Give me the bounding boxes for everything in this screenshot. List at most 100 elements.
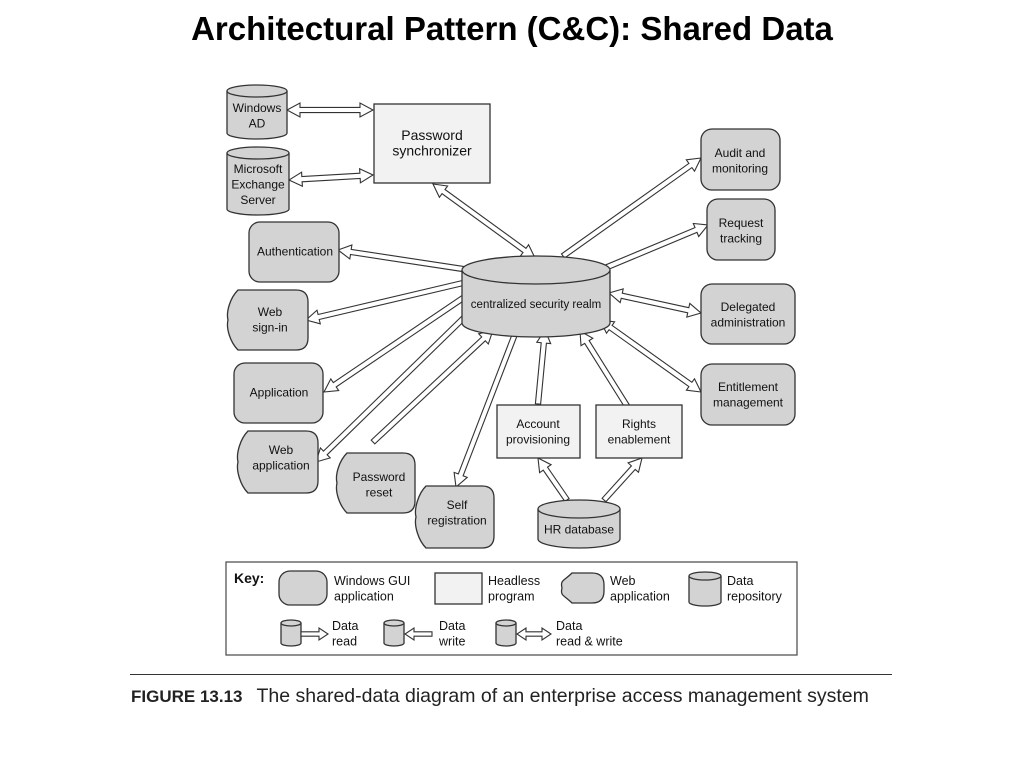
key-webapp-label-line: Web bbox=[610, 574, 636, 588]
entitlement-label-line: Entitlement bbox=[718, 380, 779, 394]
key-repository-label-line: repository bbox=[727, 590, 783, 604]
figure-number: FIGURE 13.13 bbox=[131, 687, 243, 706]
key-read-label-line: read bbox=[332, 635, 357, 649]
self-registration-shape bbox=[414, 485, 495, 549]
arrow-realm-application bbox=[323, 293, 469, 393]
key-headless-swatch bbox=[434, 572, 483, 605]
arrow-realm-web-signin bbox=[304, 279, 465, 325]
account-provisioning-label-line: provisioning bbox=[506, 432, 570, 446]
arrow-hr-rights bbox=[601, 457, 643, 503]
component-nodes: WindowsADMicrosoftExchangeServerPassword… bbox=[226, 84, 796, 549]
request-tracking-box bbox=[706, 198, 776, 261]
delegated-label-line: Delegated bbox=[721, 300, 776, 314]
web-sign-in-shape bbox=[226, 289, 309, 351]
application-box bbox=[233, 362, 324, 424]
key-repository-swatch bbox=[688, 571, 722, 607]
node-hr-database: HR database bbox=[537, 499, 621, 549]
arrow-provisioning-realm bbox=[534, 328, 552, 405]
exchange-repository bbox=[226, 146, 290, 216]
entitlement-box bbox=[700, 363, 796, 426]
password-reset-shape bbox=[335, 452, 416, 514]
password-reset-label-line: Password bbox=[353, 470, 406, 484]
request-tracking-label-line: tracking bbox=[720, 231, 762, 245]
delegated-label-line: administration bbox=[711, 315, 786, 329]
web-application-label-line: Web bbox=[269, 443, 294, 457]
node-application: Application bbox=[233, 362, 324, 424]
key-headless-label-line: Headless bbox=[488, 574, 540, 588]
audit-label-line: monitoring bbox=[712, 161, 768, 175]
arrow-rights-realm bbox=[579, 330, 630, 409]
authentication-label-line: Authentication bbox=[257, 245, 333, 259]
windows-ad-label-line: Windows bbox=[233, 101, 282, 115]
rights-enablement-box bbox=[595, 404, 683, 459]
figure-caption: FIGURE 13.13 The shared-data diagram of a… bbox=[131, 684, 891, 709]
web-application-label-line: application bbox=[252, 458, 309, 472]
key-write-label-line: write bbox=[438, 635, 465, 649]
node-authentication: Authentication bbox=[248, 221, 340, 283]
account-provisioning-label-line: Account bbox=[516, 417, 560, 431]
web-application-shape bbox=[236, 430, 319, 494]
password-sync-label-line: Password bbox=[401, 127, 462, 143]
request-tracking-label-line: Request bbox=[719, 216, 764, 230]
arrow-realm-self-registration bbox=[453, 332, 519, 489]
windows-ad-label-line: AD bbox=[249, 116, 266, 130]
arrow-sync-realm bbox=[432, 183, 536, 259]
key-readwrite-arrow bbox=[516, 626, 552, 642]
key-repository-label-line: Data bbox=[727, 574, 753, 588]
key-read-cylinder bbox=[280, 619, 302, 647]
hr-database-label-line: HR database bbox=[544, 523, 614, 537]
audit-box bbox=[700, 128, 781, 191]
key-gui-label-line: Windows GUI bbox=[334, 574, 410, 588]
key-read-arrow bbox=[300, 626, 329, 642]
arrow-realm-delegated bbox=[607, 288, 703, 318]
rights-enablement-label-line: Rights bbox=[622, 417, 656, 431]
key-title: Key: bbox=[234, 570, 264, 586]
arrow-realm-authentication bbox=[336, 244, 465, 273]
hr-database-repository bbox=[537, 499, 621, 549]
slide-title: Architectural Pattern (C&C): Shared Data bbox=[191, 10, 833, 47]
arrow-realm-web-application bbox=[315, 302, 480, 463]
arrow-realm-request bbox=[603, 222, 710, 272]
key-headless-label-line: program bbox=[488, 590, 535, 604]
key-gui-swatch bbox=[278, 570, 328, 606]
key-write-label-line: Data bbox=[439, 619, 465, 633]
arrow-realm-audit bbox=[560, 157, 702, 259]
arrow-windows-ad-sync bbox=[285, 102, 375, 118]
rights-enablement-label-line: enablement bbox=[608, 432, 671, 446]
audit-label-line: Audit and bbox=[715, 146, 766, 160]
key-read-label-line: Data bbox=[332, 619, 358, 633]
arrow-exchange-sync bbox=[287, 167, 375, 188]
caption-divider bbox=[130, 674, 892, 675]
key-webapp-label-line: application bbox=[610, 590, 670, 604]
key-readwrite-label-line: Data bbox=[556, 619, 582, 633]
account-provisioning-box bbox=[496, 404, 581, 459]
key-readwrite-label-line: read & write bbox=[556, 635, 623, 649]
node-centralized-security-realm: centralized security realm bbox=[461, 255, 611, 338]
web-signin-label-line: sign-in bbox=[252, 320, 287, 334]
web-signin-label-line: Web bbox=[258, 305, 283, 319]
centralized-realm-repository bbox=[461, 255, 611, 338]
key-gui-label-line: application bbox=[334, 590, 394, 604]
application-label-line: Application bbox=[250, 386, 309, 400]
arrow-hr-provisioning bbox=[537, 457, 570, 503]
key-readwrite-cylinder bbox=[495, 619, 517, 647]
key-write-arrow bbox=[404, 626, 433, 642]
entitlement-label-line: management bbox=[713, 395, 784, 409]
exchange-label-line: Microsoft bbox=[234, 162, 283, 176]
password-synchronizer-box bbox=[373, 103, 491, 184]
key-webapp-swatch bbox=[560, 572, 605, 604]
caption-text: The shared-data diagram of an enterprise… bbox=[256, 685, 869, 707]
